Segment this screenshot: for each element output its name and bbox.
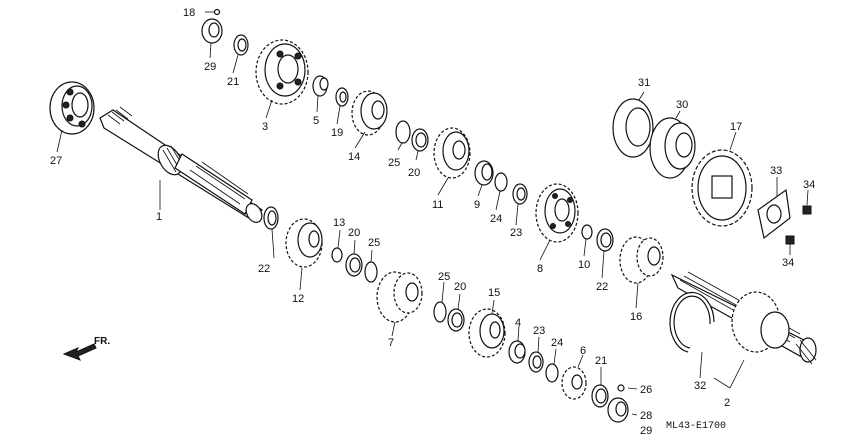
callout-23a: 23	[510, 227, 522, 239]
circlip-25-left	[364, 261, 378, 283]
needle-bearing-4	[508, 340, 526, 364]
washer-19	[335, 87, 349, 107]
callout-29b: 29	[640, 425, 652, 437]
callout-25b: 25	[368, 237, 380, 249]
washer-23-lower	[528, 351, 544, 373]
diagram-code: ML43-E1700	[666, 421, 726, 432]
callout-25a: 25	[388, 157, 400, 169]
washer-20-left	[345, 253, 363, 277]
drive-sprocket-17	[691, 149, 753, 227]
callout-28: 28	[640, 410, 652, 422]
callout-2: 2	[724, 397, 730, 409]
callout-6: 6	[580, 345, 586, 357]
callout-26: 26	[640, 384, 652, 396]
callout-19: 19	[331, 127, 343, 139]
callout-20b: 20	[348, 227, 360, 239]
callout-23b: 23	[533, 325, 545, 337]
oil-seal-31	[612, 98, 654, 158]
washer-24-upper	[494, 172, 508, 192]
callout-20a: 20	[408, 167, 420, 179]
callout-12: 12	[292, 293, 304, 305]
callout-10: 10	[578, 259, 590, 271]
direction-label: FR.	[94, 336, 110, 347]
callout-3: 3	[262, 121, 268, 133]
bolt-34-lower	[785, 235, 795, 245]
gear-11	[433, 127, 471, 179]
callout-15: 15	[488, 287, 500, 299]
bushing-10	[581, 224, 593, 240]
washer-22-left	[263, 206, 279, 230]
circlip-25-middle	[433, 301, 447, 323]
needle-bearing-29-top	[201, 18, 223, 44]
callout-21a: 21	[227, 76, 239, 88]
washer-21-top	[233, 34, 249, 56]
needle-bearing-28	[607, 397, 629, 423]
callout-13: 13	[333, 217, 345, 229]
pin-26	[617, 384, 625, 392]
callout-22a: 22	[258, 263, 270, 275]
callout-16: 16	[630, 311, 642, 323]
callout-31: 31	[638, 77, 650, 89]
leader-lines	[56, 11, 809, 416]
callout-18: 18	[183, 7, 195, 19]
gear-12	[285, 218, 323, 268]
washer-24-lower	[545, 363, 559, 383]
circlip-32	[669, 291, 715, 353]
bolt-34-upper	[802, 205, 812, 215]
gear-15	[468, 308, 506, 358]
needle-bearing-9	[474, 160, 494, 186]
callout-20c: 20	[454, 281, 466, 293]
callout-22b: 22	[596, 281, 608, 293]
callout-14: 14	[348, 151, 360, 163]
callout-24a: 24	[490, 213, 502, 225]
callout-1: 1	[156, 211, 162, 223]
callout-8: 8	[537, 263, 543, 275]
callout-25c: 25	[438, 271, 450, 283]
callout-17: 17	[730, 121, 742, 133]
countershaft-2	[670, 271, 817, 365]
callout-33: 33	[770, 165, 782, 177]
washer-20-middle	[447, 308, 465, 332]
ball-bearing-27	[49, 81, 95, 135]
gear-8	[535, 183, 579, 243]
bushing-13	[331, 247, 343, 263]
callout-9: 9	[474, 199, 480, 211]
callout-32: 32	[694, 380, 706, 392]
washer-21-lower	[591, 384, 609, 408]
gear-16	[619, 236, 664, 284]
callout-24b: 24	[551, 337, 563, 349]
callout-5: 5	[313, 115, 319, 127]
front-direction-arrow	[62, 343, 97, 361]
callout-11: 11	[432, 199, 443, 211]
callout-27: 27	[50, 155, 62, 167]
washer-22-right	[596, 228, 614, 252]
gear-7	[376, 271, 423, 323]
callout-21b: 21	[595, 355, 607, 367]
callout-34b: 34	[782, 257, 794, 269]
callout-4: 4	[515, 317, 521, 329]
bearing-30	[649, 117, 696, 179]
main-shaft	[99, 106, 263, 223]
gear-6	[561, 366, 587, 400]
callout-30: 30	[676, 99, 688, 111]
callout-labels: 1 2 3 4 5 6 7 8 9 10 11 12 13 14 15 16 1…	[50, 7, 815, 437]
circlip-25-upper	[395, 120, 411, 144]
retainer-plate-33	[757, 188, 791, 240]
washer-23-upper	[512, 183, 528, 205]
gear-14	[351, 90, 388, 136]
callout-7: 7	[388, 337, 394, 349]
callout-29a: 29	[204, 61, 216, 73]
washer-20-upper	[411, 128, 429, 152]
bushing-5	[312, 75, 329, 97]
callout-34a: 34	[803, 179, 815, 191]
gear-3	[255, 39, 309, 105]
pin-18	[213, 8, 221, 16]
